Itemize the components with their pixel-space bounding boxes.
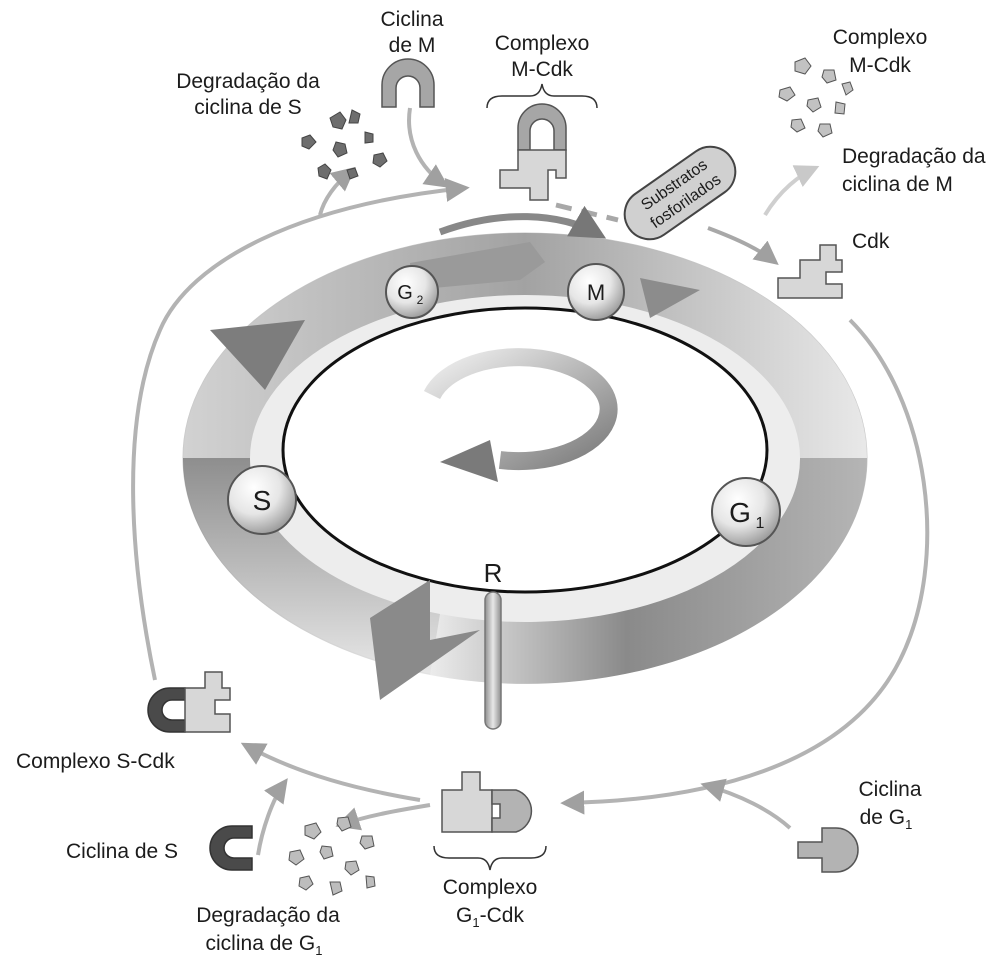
outer-cycle-arrows <box>131 107 930 856</box>
cyclin-g1-icon <box>797 827 859 873</box>
restriction-label: R <box>484 558 503 588</box>
m-cdk-top-label-1: Complexo <box>495 32 590 55</box>
restriction-point: R <box>484 558 503 730</box>
cdk-label: Cdk <box>852 230 890 253</box>
degradation-g1-label-2: ciclina de G1 <box>206 932 323 958</box>
phase-g2-sub: 2 <box>417 293 424 307</box>
text-labels: Ciclina de M Complexo M-Cdk Complexo M-C… <box>16 8 986 958</box>
degraded-cyclin-s-fragments <box>301 109 388 180</box>
degradation-s-label-2: ciclina de S <box>194 96 301 119</box>
phase-g2-label: G <box>397 282 413 304</box>
degradation-g1-label-1: Degradação da <box>196 904 340 927</box>
m-cdk-right-label-2: M-Cdk <box>849 54 911 77</box>
m-cdk-right-label-1: Complexo <box>833 26 928 49</box>
phase-m-label: M <box>587 280 605 305</box>
s-cdk-complex-icon <box>147 671 231 733</box>
phase-g1: G 1 <box>711 477 781 547</box>
g1-cdk-brace <box>433 845 547 871</box>
g1-cdk-label-1: Complexo <box>443 876 538 899</box>
cdk-icon <box>777 244 843 299</box>
degradation-s-label-1: Degradação da <box>176 70 320 93</box>
degraded-cyclin-g1-fragments <box>288 816 376 896</box>
phosphorylated-substrates-capsule: Substratos fosforilados <box>623 145 737 241</box>
degraded-cyclin-m-fragments <box>778 57 854 138</box>
degradation-m-label-1: Degradação da <box>842 145 986 168</box>
cyclin-s-label: Ciclina de S <box>66 840 178 863</box>
phase-m: M <box>567 263 625 321</box>
m-cdk-complex-icon <box>499 103 567 201</box>
degradation-m-label-2: ciclina de M <box>842 173 953 196</box>
g1-cdk-label-2: G1-Cdk <box>456 904 524 930</box>
ring-arrows <box>210 205 700 700</box>
phase-g1-label: G <box>729 497 751 528</box>
cyclin-s-icon <box>209 825 253 871</box>
cyclin-m-label-1: Ciclina <box>380 8 443 31</box>
cyclin-g1-label-1: Ciclina <box>858 778 921 801</box>
cyclin-g1-label-2: de G1 <box>860 806 913 832</box>
m-cdk-top-label-2: M-Cdk <box>511 58 573 81</box>
phase-s: S <box>227 465 297 535</box>
s-cdk-label: Complexo S-Cdk <box>16 750 175 773</box>
phase-g1-sub: 1 <box>756 515 765 532</box>
phase-s-label: S <box>253 485 272 516</box>
phase-g2: G 2 <box>385 265 439 319</box>
m-cdk-brace <box>486 83 598 109</box>
cyclin-m-icon <box>381 58 435 108</box>
cyclin-m-label-2: de M <box>389 34 436 57</box>
inner-cycle-arrow <box>423 348 618 482</box>
g1-cdk-complex-icon <box>441 771 533 833</box>
